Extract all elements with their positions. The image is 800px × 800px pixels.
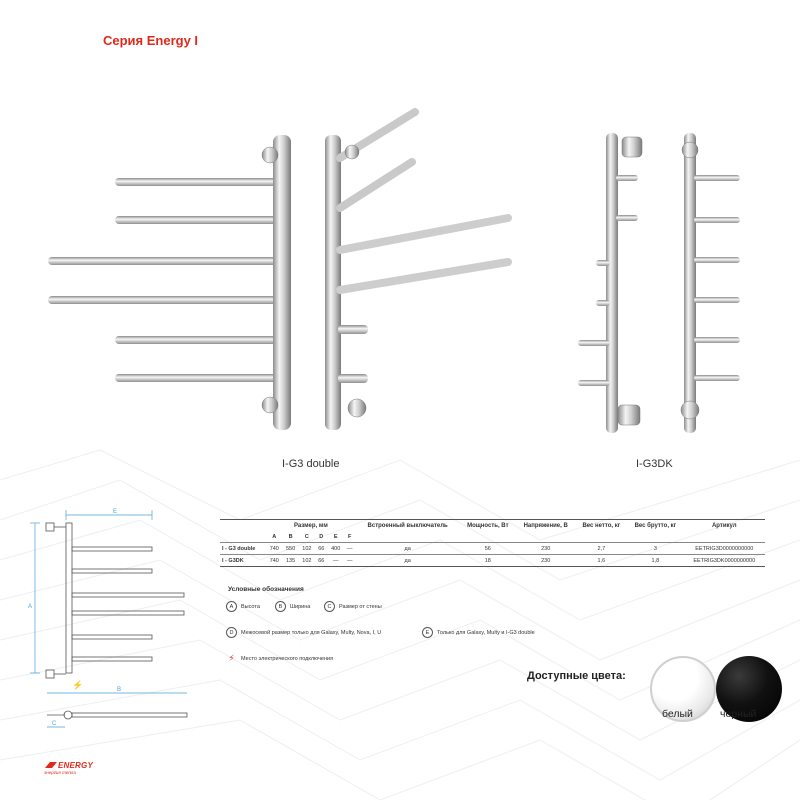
energy-logo-icon [45, 762, 57, 768]
col-size-group: Размер, мм [293, 522, 328, 529]
legend-item-connection: ⚡Место электрического подключения [226, 653, 333, 664]
col-model [220, 520, 266, 532]
series-title: Серия Energy I [103, 33, 199, 48]
right-unit-bars [336, 108, 512, 383]
col-gross-weight: Вес брутто, кг [634, 522, 677, 529]
color-swatch-white [650, 656, 716, 722]
product-label-i-g3-double: I-G3 double [282, 458, 340, 470]
col-article: Артикул [711, 522, 737, 529]
col-c: C [304, 533, 309, 540]
color-label-white: белый [662, 708, 693, 720]
col-power: Мощность, Вт [467, 522, 509, 529]
col-e: E [333, 533, 338, 540]
dimension-letter-a: A [28, 604, 32, 610]
right-unit-riser [325, 135, 341, 430]
col-d: D [319, 533, 324, 540]
available-colors-title: Доступные цвета: [527, 670, 626, 682]
color-swatch-black [716, 656, 782, 722]
col-f: F [348, 533, 352, 540]
table-row: I - G3DK 740 135 102 66 — — да 18 230 1,… [220, 554, 765, 567]
col-a: A [272, 533, 277, 540]
brand-tagline: энергия тепла [44, 770, 76, 775]
col-voltage: Напряжение, В [523, 522, 568, 529]
product-image-i-g3-double [48, 108, 512, 430]
brand-logo: ENERGY энергия тепла [44, 760, 93, 776]
col-net-weight: Вес нетто, кг [582, 522, 621, 529]
col-switch: Встроенный выключатель [367, 522, 448, 529]
table-row: I - G3 double 740 550 102 66 400 — да 56… [220, 542, 765, 555]
brand-name: ENERGY [58, 760, 93, 770]
color-label-black: черный [720, 708, 757, 720]
dimension-letter-c: C [52, 721, 57, 727]
dimension-letter-e: E [113, 509, 117, 515]
lightning-icon: ⚡ [228, 653, 235, 663]
svg-text:⚡: ⚡ [72, 679, 83, 691]
dimension-drawing: E A B C ⚡ [28, 509, 188, 728]
spec-table: Размер, мм Встроенный выключатель Мощнос… [220, 519, 765, 567]
col-b: B [288, 533, 293, 540]
legend-title: Условные обозначения [228, 586, 304, 593]
product-image-i-g3dk [578, 133, 740, 433]
dimension-letter-b: B [117, 687, 121, 693]
left-unit-bars [48, 178, 280, 382]
product-label-i-g3dk: I-G3DK [636, 458, 673, 470]
left-unit-riser [273, 135, 291, 430]
